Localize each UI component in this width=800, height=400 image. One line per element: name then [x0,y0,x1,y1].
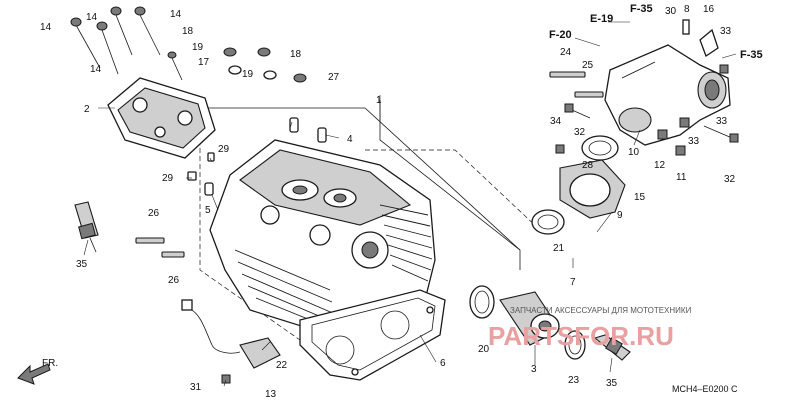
callout-14-c: 14 [170,9,182,20]
ref-e19: E-19 [590,13,613,25]
temperature-sensor [181,299,281,384]
right-side-fasteners [549,19,739,156]
callout-14-d: 14 [90,64,102,75]
callout-9: 9 [617,210,623,221]
callout-labels: 1 2 3 4 5 6 7 8 9 10 11 12 13 14 14 14 1… [40,4,736,400]
callout-26-a: 26 [148,208,160,219]
callout-16: 16 [703,4,715,15]
watermark-tagline: ЗАПЧАСТИ АКСЕССУАРЫ ДЛЯ МОТОТЕХНИКИ [510,306,692,315]
callout-4: 4 [347,134,353,145]
callout-28: 28 [582,160,594,171]
callout-21: 21 [553,243,565,254]
leader-lines [83,95,641,387]
callout-30: 30 [665,6,677,17]
diagram-code: MCH4–E0200 C [672,384,738,394]
cooling-fins [234,204,433,333]
callout-18-b: 18 [290,49,302,60]
callout-1: 1 [376,95,382,106]
insulator-assembly [531,135,626,235]
callout-32-b: 32 [724,174,736,185]
callout-11: 11 [676,172,687,183]
callout-25: 25 [582,60,594,71]
callout-35-b: 35 [606,378,618,389]
front-direction-arrow: FR. [17,358,58,385]
bolts-14 [70,6,183,81]
callout-19-a: 19 [192,42,204,53]
callout-32-a: 32 [574,127,586,138]
callout-29-b: 29 [162,173,174,184]
callout-33-b: 33 [716,116,728,127]
callout-7: 7 [570,277,576,288]
callout-2: 2 [84,104,90,115]
callout-19-b: 19 [242,69,254,80]
callout-6: 6 [440,358,446,369]
callout-8: 8 [684,4,690,15]
callout-18-a: 18 [182,26,194,37]
callout-12: 12 [654,160,666,171]
ref-f35-right: F-35 [740,49,763,61]
callout-35-a: 35 [76,259,88,270]
callout-29-a: 29 [218,144,230,155]
callout-3: 3 [531,364,537,375]
callout-34: 34 [550,116,562,127]
intake-pipe [604,44,731,146]
small-parts-center [187,47,327,196]
callout-10: 10 [628,147,640,158]
front-label: FR. [42,358,58,369]
callout-31: 31 [190,382,202,393]
studs-26 [135,237,185,258]
callout-23: 23 [568,375,580,386]
callout-14-a: 14 [40,22,52,33]
spark-plug-right [593,334,631,361]
watermark: ЗАПЧАСТИ АКСЕССУАРЫ ДЛЯ МОТОТЕХНИКИ PART… [488,306,692,351]
callout-24: 24 [560,47,572,58]
callout-13: 13 [265,389,277,400]
callout-27: 27 [328,72,340,83]
callout-17: 17 [198,57,210,68]
ref-f35-top: F-35 [630,3,653,15]
callout-20: 20 [478,344,490,355]
ref-f20: F-20 [549,29,572,41]
callout-33-c: 33 [688,136,700,147]
rocker-arm-holder [107,77,216,159]
callout-15: 15 [634,192,646,203]
callout-26-b: 26 [168,275,180,286]
section-references: E-19 F-20 F-35 F-35 [549,3,763,61]
callout-5: 5 [205,205,211,216]
watermark-brand: PARTSFOR.RU [488,321,674,351]
lower-right-parts [469,285,586,360]
callout-22: 22 [276,360,288,371]
callout-14-b: 14 [86,12,98,23]
head-gasket [299,289,446,381]
spark-plug-left [74,201,99,253]
callout-33-a: 33 [720,26,732,37]
